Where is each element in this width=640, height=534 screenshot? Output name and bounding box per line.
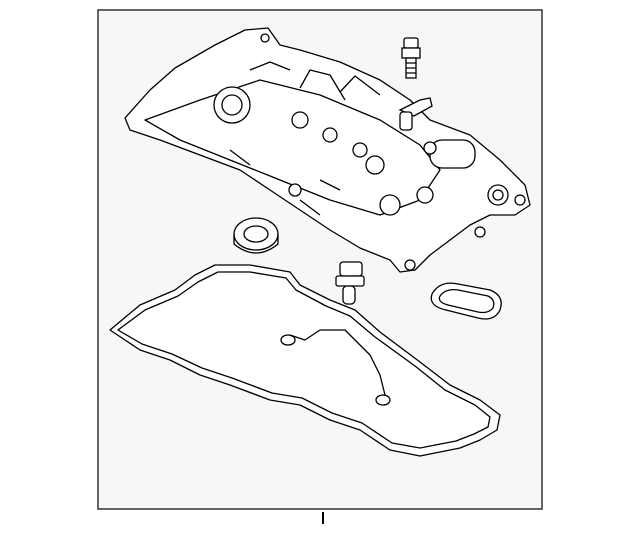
oil-filler-seal [233,217,279,254]
bolt [401,37,421,79]
sensor [335,261,365,305]
pcv-valve [398,97,433,131]
gasket [109,264,501,457]
small-gasket [430,282,502,320]
valve-cover [124,27,531,273]
